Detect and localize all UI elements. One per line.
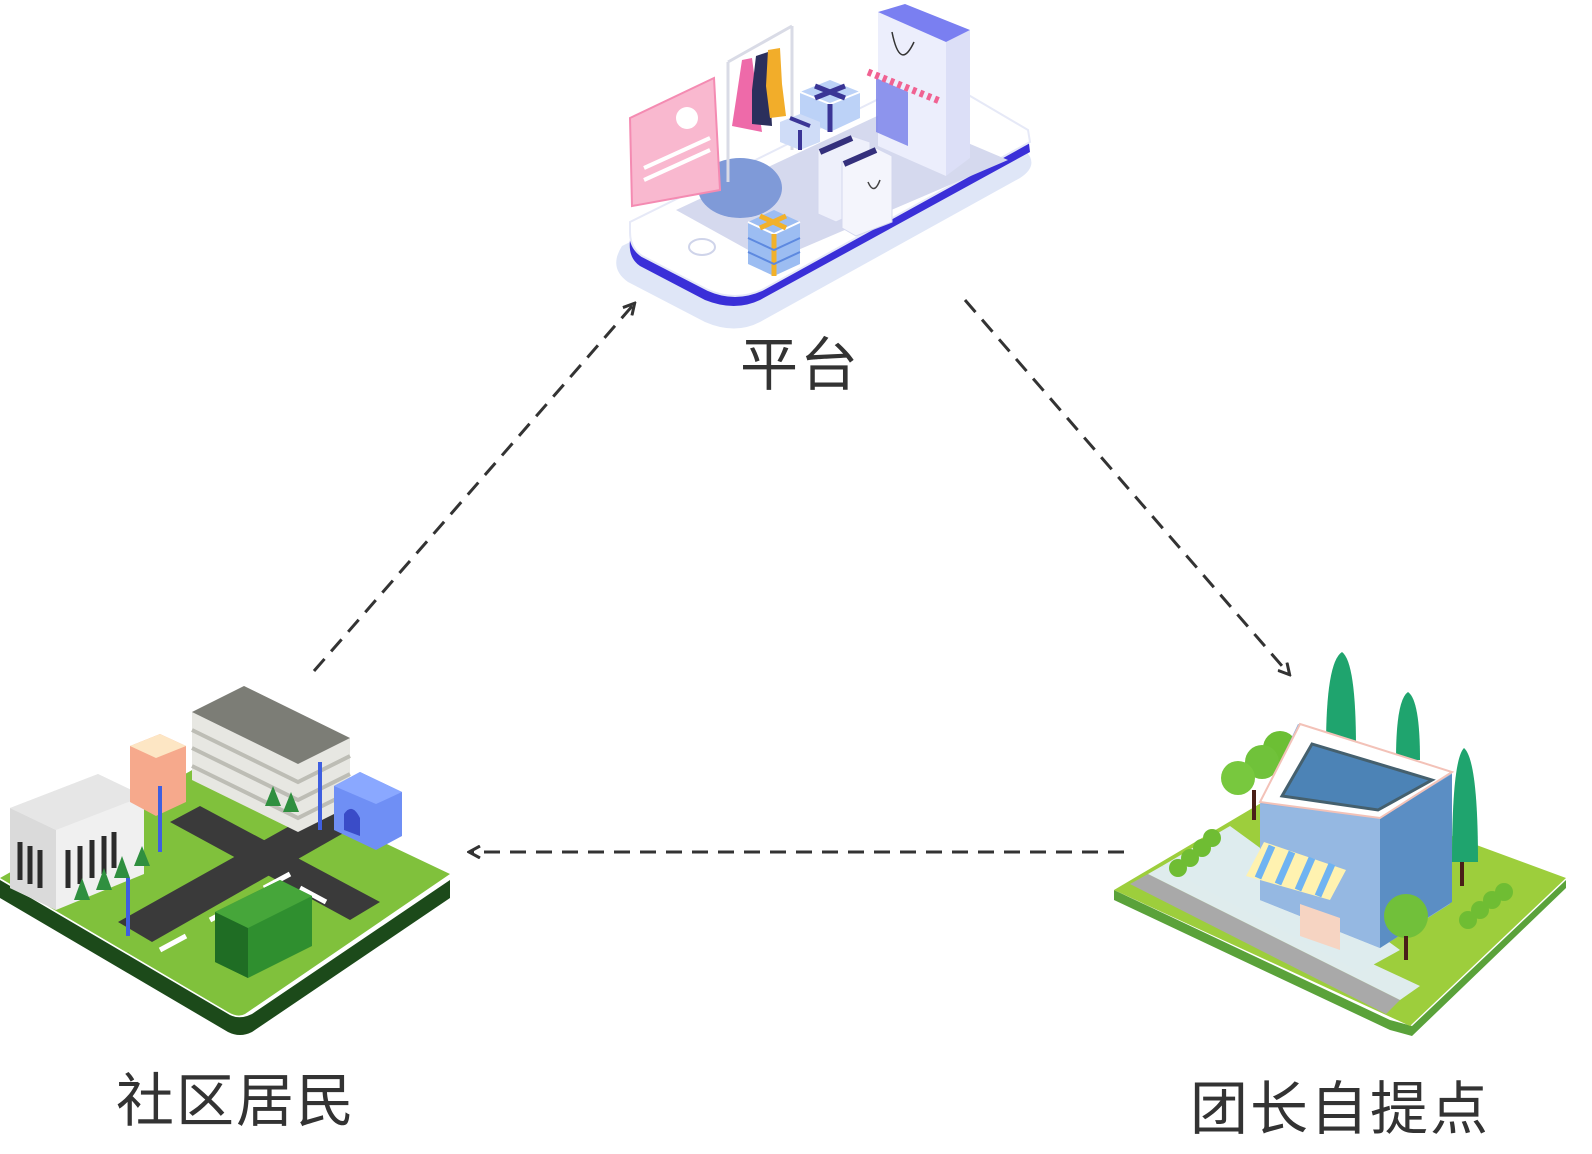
arrow-platform-to-pickup [963, 299, 1289, 674]
node-label-pickup: 团长自提点 [1190, 1075, 1491, 1143]
arrow-residents-to-platform [312, 304, 634, 672]
arrows [312, 299, 1289, 852]
node-label-platform: 平台 [740, 331, 861, 399]
phone-shop-icon [616, 4, 1032, 329]
node-label-residents: 社区居民 [116, 1067, 357, 1135]
community-block-icon [0, 686, 450, 1035]
storefront-icon [1114, 652, 1566, 1036]
